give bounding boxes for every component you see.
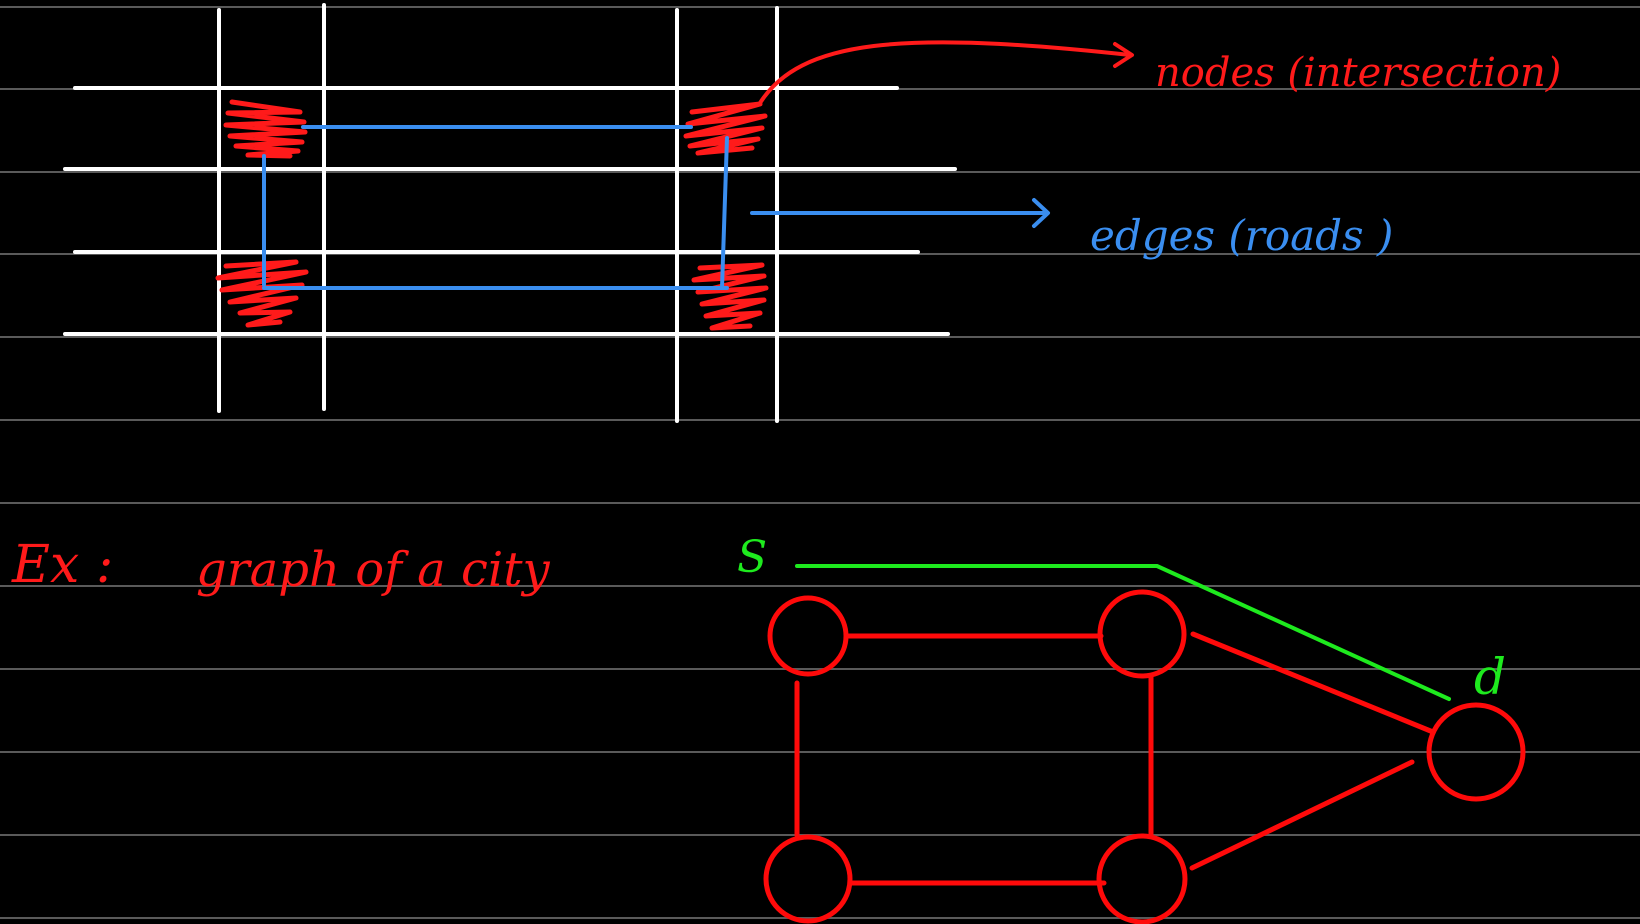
graph-node-right (1426, 702, 1526, 802)
example-label: Ex : (11, 535, 113, 595)
graph-node-top-middle (1097, 589, 1187, 679)
intersection-scribbles (215, 99, 769, 331)
edges-annotation: edges (roads ) (1090, 211, 1393, 260)
road-rectangle (262, 125, 729, 290)
source-label: S (737, 532, 767, 583)
graph-edge-upper-diagonal (1190, 631, 1436, 735)
example-caption: graph of a city (196, 542, 551, 598)
edges-arrow (750, 198, 1050, 228)
graph-node-bottom-middle (1096, 833, 1188, 924)
graph-edge-lower-diagonal (1189, 759, 1415, 871)
edges-arrow-head (1032, 198, 1050, 228)
shortest-path-line (795, 564, 1451, 701)
destination-label: d (1474, 648, 1506, 706)
shortest-path (795, 564, 1451, 701)
intersection-scribble-bottom-left (215, 259, 309, 328)
nodes-arrow (758, 40, 1134, 105)
graph-node-bottom-left (763, 834, 853, 924)
intersection-scribble-top-left (223, 99, 308, 159)
graph-node-top-left (767, 595, 849, 677)
intersection-scribble-bottom-right (691, 262, 769, 331)
road-right (720, 136, 729, 290)
nodes-arrow-head (1113, 42, 1134, 68)
nodes-arrow-curve (758, 40, 1132, 105)
nodes-annotation: nodes (intersection) (1155, 50, 1561, 96)
city-graph (763, 589, 1526, 924)
street-grid (63, 3, 957, 423)
